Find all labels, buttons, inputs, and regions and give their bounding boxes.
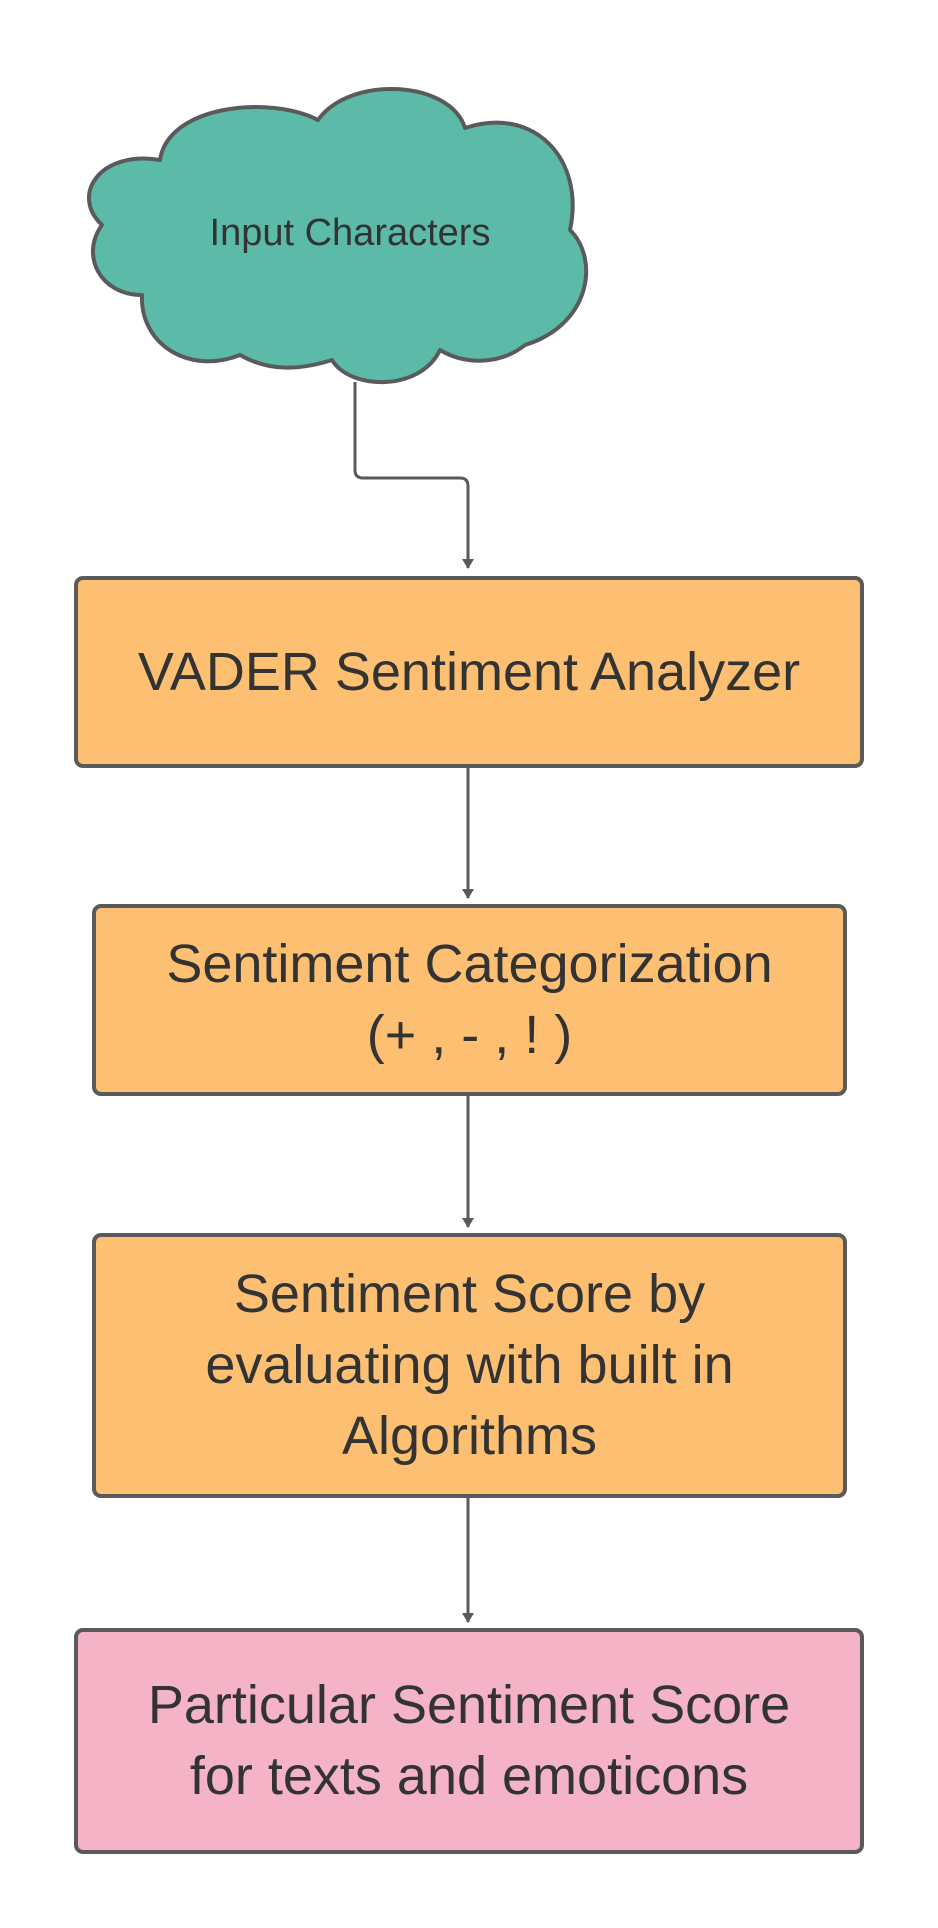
output-node: Particular Sentiment Score for texts and… [74, 1628, 864, 1854]
score-node: Sentiment Score by evaluating with built… [92, 1233, 847, 1498]
input-cloud-shape [87, 86, 589, 385]
categorization-node: Sentiment Categorization (+ , - , ! ) [92, 904, 847, 1096]
output-node-label: Particular Sentiment Score for texts and… [147, 1674, 791, 1806]
score-node-label: Sentiment Score by evaluating with built… [205, 1263, 734, 1467]
categorization-node-label: Sentiment Categorization (+ , - , ! ) [166, 933, 773, 1065]
analyzer-node-label: VADER Sentiment Analyzer [137, 641, 801, 702]
edge-input-to-analyzer [353, 382, 474, 569]
analyzer-node: VADER Sentiment Analyzer [74, 576, 864, 768]
input-node-label: Input Characters [209, 212, 491, 254]
